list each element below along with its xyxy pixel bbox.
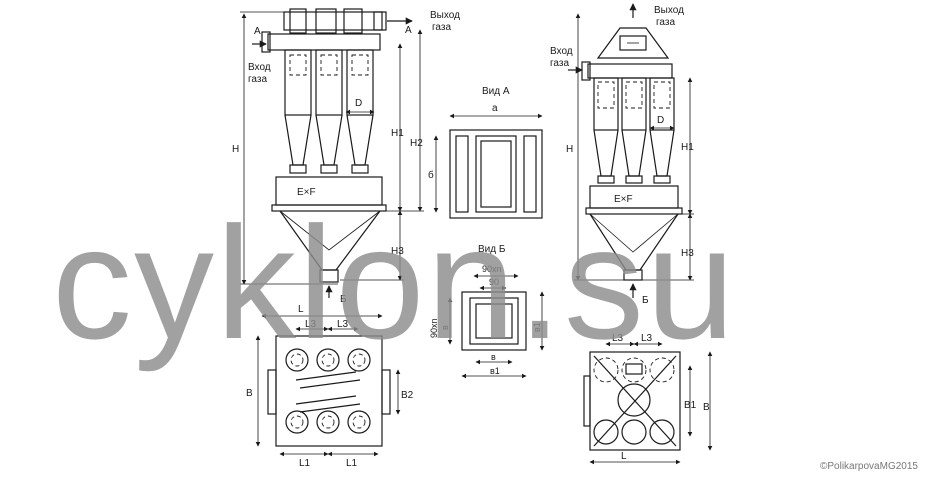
left-plan-dim-b2: B2 xyxy=(401,390,414,401)
left-dim-h3: H3 xyxy=(391,246,404,257)
view-b-dim-90: 90 xyxy=(489,277,499,287)
right-dim-h: H xyxy=(566,144,573,155)
left-inlet-label-1: Вход xyxy=(248,62,271,73)
left-dim-h1: H1 xyxy=(391,128,404,139)
left-outlet-label-1: Выход xyxy=(430,10,460,21)
left-plan-dim-l3-a: L3 xyxy=(305,319,317,330)
right-plan-dim-l3-a: L3 xyxy=(612,333,624,344)
view-b-dim-90xn: 90хn xyxy=(482,264,502,274)
view-b-dim-v: в xyxy=(440,325,450,330)
right-plan-dim-b1: B1 xyxy=(684,400,697,411)
right-plan-dim-l3-b: L3 xyxy=(641,333,653,344)
view-b: Вид Б 90хn 90 90хn в в в1 в1 xyxy=(429,244,545,379)
right-elevation-view: Выход газа Вход газа H H1 H3 D E×F Б xyxy=(550,3,694,306)
view-b-dim-v1-right: в1 xyxy=(532,322,542,332)
watermark-text: cyklon.su xyxy=(52,193,737,372)
left-elevation-view: А А Вход газа Выход газа Б H H1 H2 H3 D … xyxy=(232,8,460,305)
left-section-b-label: Б xyxy=(340,294,347,305)
left-inlet-label-2: газа xyxy=(248,74,267,85)
left-dim-h: H xyxy=(232,144,239,155)
right-box-label: E×F xyxy=(614,194,633,205)
left-plan-dim-l3-b: L3 xyxy=(337,319,349,330)
view-b-dim-v1-bottom: в1 xyxy=(490,366,500,376)
left-dim-d: D xyxy=(355,98,362,109)
left-plan-dim-b: B xyxy=(246,388,253,399)
left-section-a-label-right: А xyxy=(405,25,412,36)
right-section-b-label: Б xyxy=(642,295,649,306)
left-plan-dim-l1-a: L1 xyxy=(299,458,311,469)
right-inlet-label-2: газа xyxy=(550,58,569,69)
right-dim-h3: H3 xyxy=(681,248,694,259)
left-section-a-label: А xyxy=(254,26,261,37)
right-dim-h1: H1 xyxy=(681,142,694,153)
view-a: Вид А а б xyxy=(428,86,543,219)
left-outlet-label-2: газа xyxy=(432,22,451,33)
left-plan-dim-l1-b: L1 xyxy=(346,458,358,469)
right-inlet-label-1: Вход xyxy=(550,46,573,57)
copyright-text: ©PolikarpovaMG2015 xyxy=(820,461,918,472)
right-dim-d: D xyxy=(657,115,664,126)
right-plan-dim-b: B xyxy=(703,402,710,413)
view-b-dim-v-bottom: в xyxy=(491,352,496,362)
left-dim-h2: H2 xyxy=(410,138,423,149)
left-plan-dim-l: L xyxy=(298,304,304,315)
right-outlet-label-1: Выход xyxy=(654,5,684,16)
view-b-dim-90xn-vertical: 90хn xyxy=(429,318,439,338)
view-a-dim-a: а xyxy=(492,103,498,114)
left-box-label: E×F xyxy=(297,187,316,198)
left-plan-view: L L3 L3 B B2 L1 L1 xyxy=(246,304,414,469)
view-a-title: Вид А xyxy=(482,86,510,97)
view-a-dim-b: б xyxy=(428,169,434,181)
view-b-title: Вид Б xyxy=(478,244,506,255)
right-outlet-label-2: газа xyxy=(656,17,675,28)
right-plan-view: L3 L3 B1 B L xyxy=(583,333,713,465)
right-plan-dim-l: L xyxy=(621,451,627,462)
